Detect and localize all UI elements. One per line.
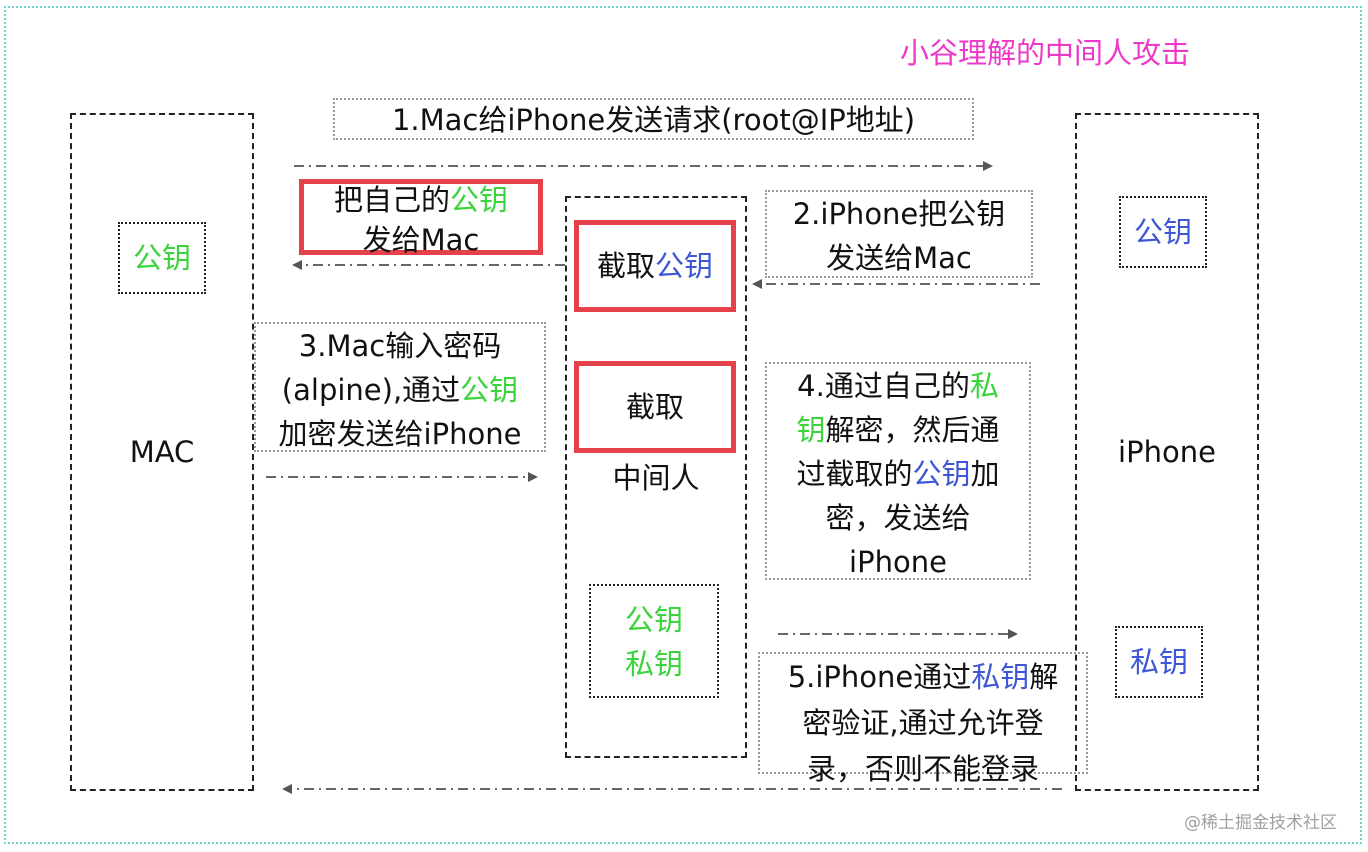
step4-line3-text: 过截取的 <box>796 457 913 491</box>
intercept-public-key-keyword: 公钥 <box>655 249 714 283</box>
mitm-private-key: 私钥 <box>624 647 683 681</box>
intercept-public-key-text: 截取 <box>596 249 655 283</box>
mitm-actor-label: 中间人 <box>612 461 700 495</box>
step5-private-key-keyword: 私钥 <box>971 660 1030 694</box>
step2-label: 2.iPhone把公钥 发送给Mac <box>765 190 1033 278</box>
iphone-actor-box <box>1075 113 1259 791</box>
step4-line1-text: 4.通过自己的 <box>797 369 970 403</box>
mac-actor-box <box>70 113 254 791</box>
step2-line1: 2.iPhone把公钥 <box>792 197 1006 231</box>
arrowhead-step5 <box>282 784 292 794</box>
step4-line4: 密，发送给 <box>825 501 971 535</box>
step4-line3-end: 加 <box>970 457 1000 491</box>
step5-label: 5.iPhone通过私钥解 密验证,通过允许登 录，否则不能登录 <box>758 652 1088 786</box>
step1-label: 1.Mac给iPhone发送请求(root@IP地址) <box>333 98 974 140</box>
send-own-public-key-box: 把自己的公钥 发给Mac <box>299 179 543 257</box>
step4-line2-text: 解密，然后通 <box>825 413 1000 447</box>
step3-public-key-keyword: 公钥 <box>460 373 519 407</box>
step3-line2-text: (alpine),通过 <box>281 373 461 407</box>
step5-line1-end: 解 <box>1029 660 1059 694</box>
arrowhead-own-key <box>292 260 302 270</box>
iphone-public-key-box: 公钥 <box>1119 196 1207 268</box>
step4-private-keyword-part1: 私 <box>969 369 999 403</box>
iphone-private-key-box: 私钥 <box>1115 626 1203 698</box>
intercept-box: 截取 <box>574 361 736 453</box>
step3-label: 3.Mac输入密码 (alpine),通过公钥 加密发送给iPhone <box>254 322 546 452</box>
step5-line2: 密验证,通过允许登 <box>802 706 1044 740</box>
step5-line3: 录，否则不能登录 <box>806 752 1039 786</box>
arrowhead-step1 <box>983 161 993 171</box>
send-own-key-text: 把自己的 <box>333 183 450 217</box>
intercept-public-key-box: 截取公钥 <box>574 220 736 312</box>
send-own-key-line2: 发给Mac <box>362 223 480 257</box>
mitm-public-key: 公钥 <box>624 603 683 637</box>
mitm-keys-box: 公钥 私钥 <box>589 584 719 698</box>
step3-line1: 3.Mac输入密码 <box>298 329 502 363</box>
send-own-key-keyword: 公钥 <box>450 183 509 217</box>
mac-public-key-box: 公钥 <box>118 222 206 294</box>
iphone-actor-label: iPhone <box>1118 435 1216 469</box>
arrowhead-step2 <box>752 279 762 289</box>
step4-private-keyword-part2: 钥 <box>796 413 826 447</box>
watermark: @稀土掘金技术社区 <box>1184 813 1337 833</box>
arrowhead-step4 <box>1008 629 1018 639</box>
step5-line1-text: 5.iPhone通过 <box>787 660 972 694</box>
step4-label: 4.通过自己的私 钥解密，然后通 过截取的公钥加 密，发送给 iPhone <box>765 362 1031 580</box>
arrowhead-step3 <box>528 472 538 482</box>
step4-line5: iPhone <box>849 545 947 579</box>
mitm-actor-box <box>565 196 747 758</box>
mac-actor-label: MAC <box>129 435 195 469</box>
diagram-title: 小谷理解的中间人攻击 <box>900 36 1191 70</box>
step3-line3: 加密发送给iPhone <box>278 417 522 451</box>
diagram-frame <box>4 6 1362 844</box>
step2-line2: 发送给Mac <box>826 241 972 275</box>
step4-public-key-keyword: 公钥 <box>912 457 971 491</box>
